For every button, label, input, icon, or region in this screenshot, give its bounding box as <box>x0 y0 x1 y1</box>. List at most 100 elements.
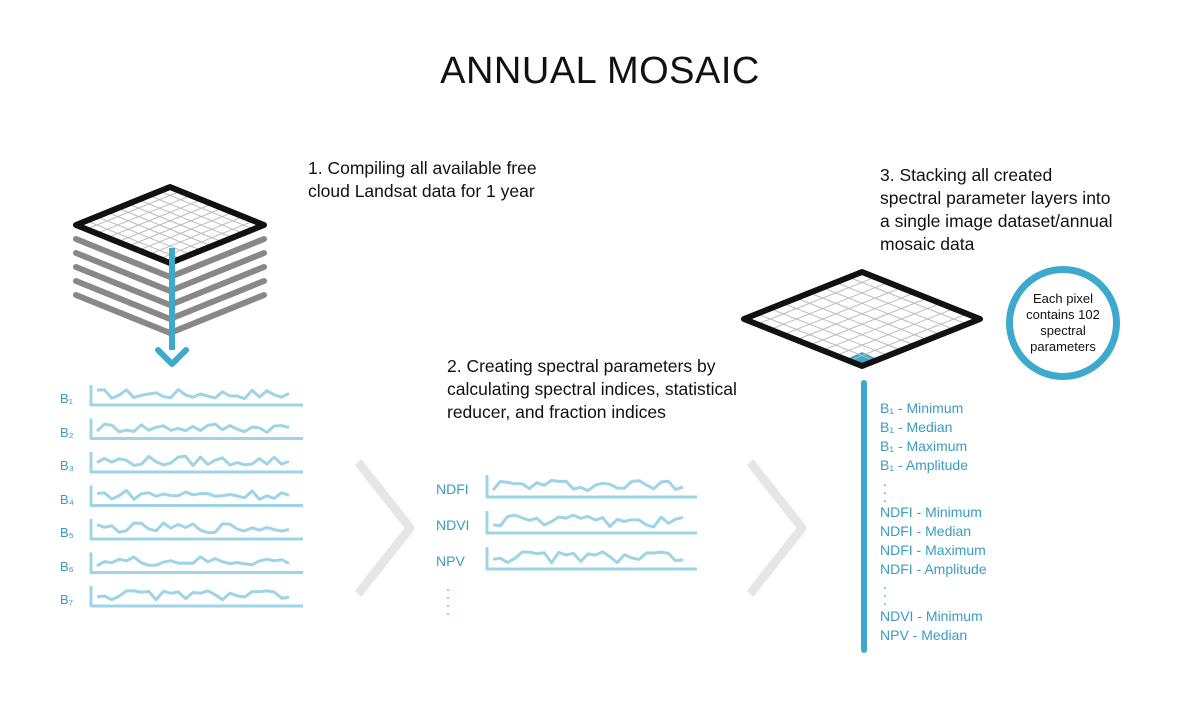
parameter-name: NDFI <box>880 523 913 539</box>
parameter-item: NDFI - Amplitude <box>880 561 987 577</box>
mosaic-layer-gridline <box>809 297 928 346</box>
band-plot-7-axes <box>89 586 303 608</box>
mosaic-layer-gridline <box>835 308 954 357</box>
mosaic-layer-gridline <box>848 276 968 325</box>
parameter-stat: Median <box>921 627 968 643</box>
parameter-item: NPV - Median <box>880 627 967 643</box>
mosaic-layer-gridline <box>835 281 954 330</box>
parameter-separator: - <box>913 608 926 624</box>
mosaic-layer-gridline <box>770 281 889 330</box>
parameter-separator: - <box>894 419 907 435</box>
pixel-info-text: Each pixel contains 102 spectral paramet… <box>1026 291 1100 354</box>
step-2-text: 2. Creating spectral parameters by calcu… <box>447 356 737 422</box>
stack-top-layer-gridline <box>107 199 202 239</box>
band-label: B₃ <box>60 458 74 473</box>
stack-top-layer-gridline <box>117 207 212 247</box>
stack-top-layer-gridline <box>138 199 233 239</box>
parameter-item: B₁ - Minimum <box>880 400 963 416</box>
band-plot-4-line <box>96 488 290 501</box>
band-plot-2-axes <box>89 418 303 440</box>
mosaic-layer-gridline <box>783 287 902 336</box>
index-plot-1-axes <box>485 475 697 499</box>
band-plot-6-line <box>96 555 290 568</box>
parameter-separator: - <box>912 504 926 520</box>
parameter-item: NDFI - Median <box>880 523 971 539</box>
parameter-separator: - <box>912 523 926 539</box>
parameter-name: NPV <box>880 627 909 643</box>
parameter-separator: - <box>894 438 907 454</box>
parameter-item: NDFI - Minimum <box>880 504 982 520</box>
band-label: B₁ <box>60 391 74 406</box>
parameter-name: B₁ <box>880 400 895 416</box>
stack-top-layer-gridline <box>96 194 192 234</box>
stack-top-layer-gridline <box>159 220 254 260</box>
parameter-stat: Maximum <box>906 438 968 454</box>
index-list-ellipsis: ···· <box>445 581 451 621</box>
mosaic-layer-gridline <box>756 313 876 362</box>
parameter-name: B₁ <box>880 419 895 435</box>
index-label: NPV <box>436 553 465 569</box>
parameter-name: B₁ <box>880 438 895 454</box>
stack-top-layer-gridline <box>107 211 202 251</box>
index-plot-3-line <box>492 550 684 565</box>
band-plot-5-line <box>96 521 290 535</box>
band-label: B₄ <box>60 491 74 507</box>
parameter-stat: Minimum <box>925 504 982 520</box>
mosaic-layer-gridline <box>822 287 941 336</box>
parameter-stat: Amplitude <box>905 457 968 473</box>
parameter-name: NDFI <box>880 561 913 577</box>
diagram-title: ANNUAL MOSAIC <box>440 50 760 92</box>
parameter-separator: - <box>912 561 925 577</box>
mosaic-layer-gridline <box>756 276 876 325</box>
parameter-stat: Median <box>906 419 953 435</box>
band-plot-2-line <box>95 422 290 434</box>
mosaic-layer-gridline <box>822 302 941 351</box>
band-plot-7-line <box>96 589 290 602</box>
stack-top-layer-gridline <box>128 203 223 243</box>
parameter-separator: - <box>894 457 906 473</box>
stack-top-layer-gridline <box>159 190 254 230</box>
mosaic-layer-gridline <box>796 292 915 341</box>
parameter-stat: Minimum <box>925 608 983 624</box>
mosaic-layer-gridline <box>809 292 928 341</box>
band-plot-1-axes <box>89 385 303 407</box>
parameter-name: NDFI <box>880 542 913 558</box>
pixel-info-bubble: Each pixel contains 102 spectral paramet… <box>1006 266 1120 380</box>
index-plot-3-axes <box>485 547 697 571</box>
mosaic-layer-gridline <box>783 302 902 351</box>
parameter-stat: Median <box>925 523 972 539</box>
parameter-item: B₁ - Amplitude <box>880 457 968 473</box>
mosaic-layer-gridline <box>848 313 968 362</box>
stack-top-layer-gridline <box>128 207 223 247</box>
index-label: NDFI <box>436 481 469 497</box>
stack-top-layer-gridline <box>148 194 244 234</box>
chevron-1 <box>354 459 415 597</box>
index-plot-1-line <box>491 478 684 493</box>
parameter-item: NDVI - Minimum <box>880 608 983 624</box>
down-arrow-head <box>155 347 189 367</box>
parameter-separator: - <box>894 400 907 416</box>
stack-top-layer-gridline <box>86 220 181 260</box>
band-plot-1-line <box>96 388 290 401</box>
stack-top-layer-gridline <box>86 190 181 230</box>
mosaic-layer-gridline <box>796 297 915 346</box>
parameter-stat: Amplitude <box>924 561 987 577</box>
stack-top-layer-gridline <box>138 211 233 251</box>
parameter-item: B₁ - Maximum <box>880 438 967 454</box>
stack-top-layer-gridline <box>148 216 244 256</box>
index-plot-2-axes <box>485 511 697 535</box>
step-3-text: 3. Stacking all created spectral paramet… <box>880 165 1113 254</box>
stack-top-layer-gridline <box>117 203 212 243</box>
band-label: B₅ <box>60 525 74 540</box>
band-plot-5-axes <box>89 519 303 541</box>
band-label: B₆ <box>60 558 74 574</box>
mosaic-layer-gridline <box>770 308 889 357</box>
index-plot-2-line <box>492 513 684 529</box>
parameter-name: B₁ <box>880 457 895 473</box>
parameter-stat: Minimum <box>906 400 964 416</box>
band-plot-3-line <box>96 454 290 468</box>
band-plot-3-axes <box>89 452 303 474</box>
parameter-name: NDVI <box>880 608 914 624</box>
band-plot-4-axes <box>89 485 303 507</box>
